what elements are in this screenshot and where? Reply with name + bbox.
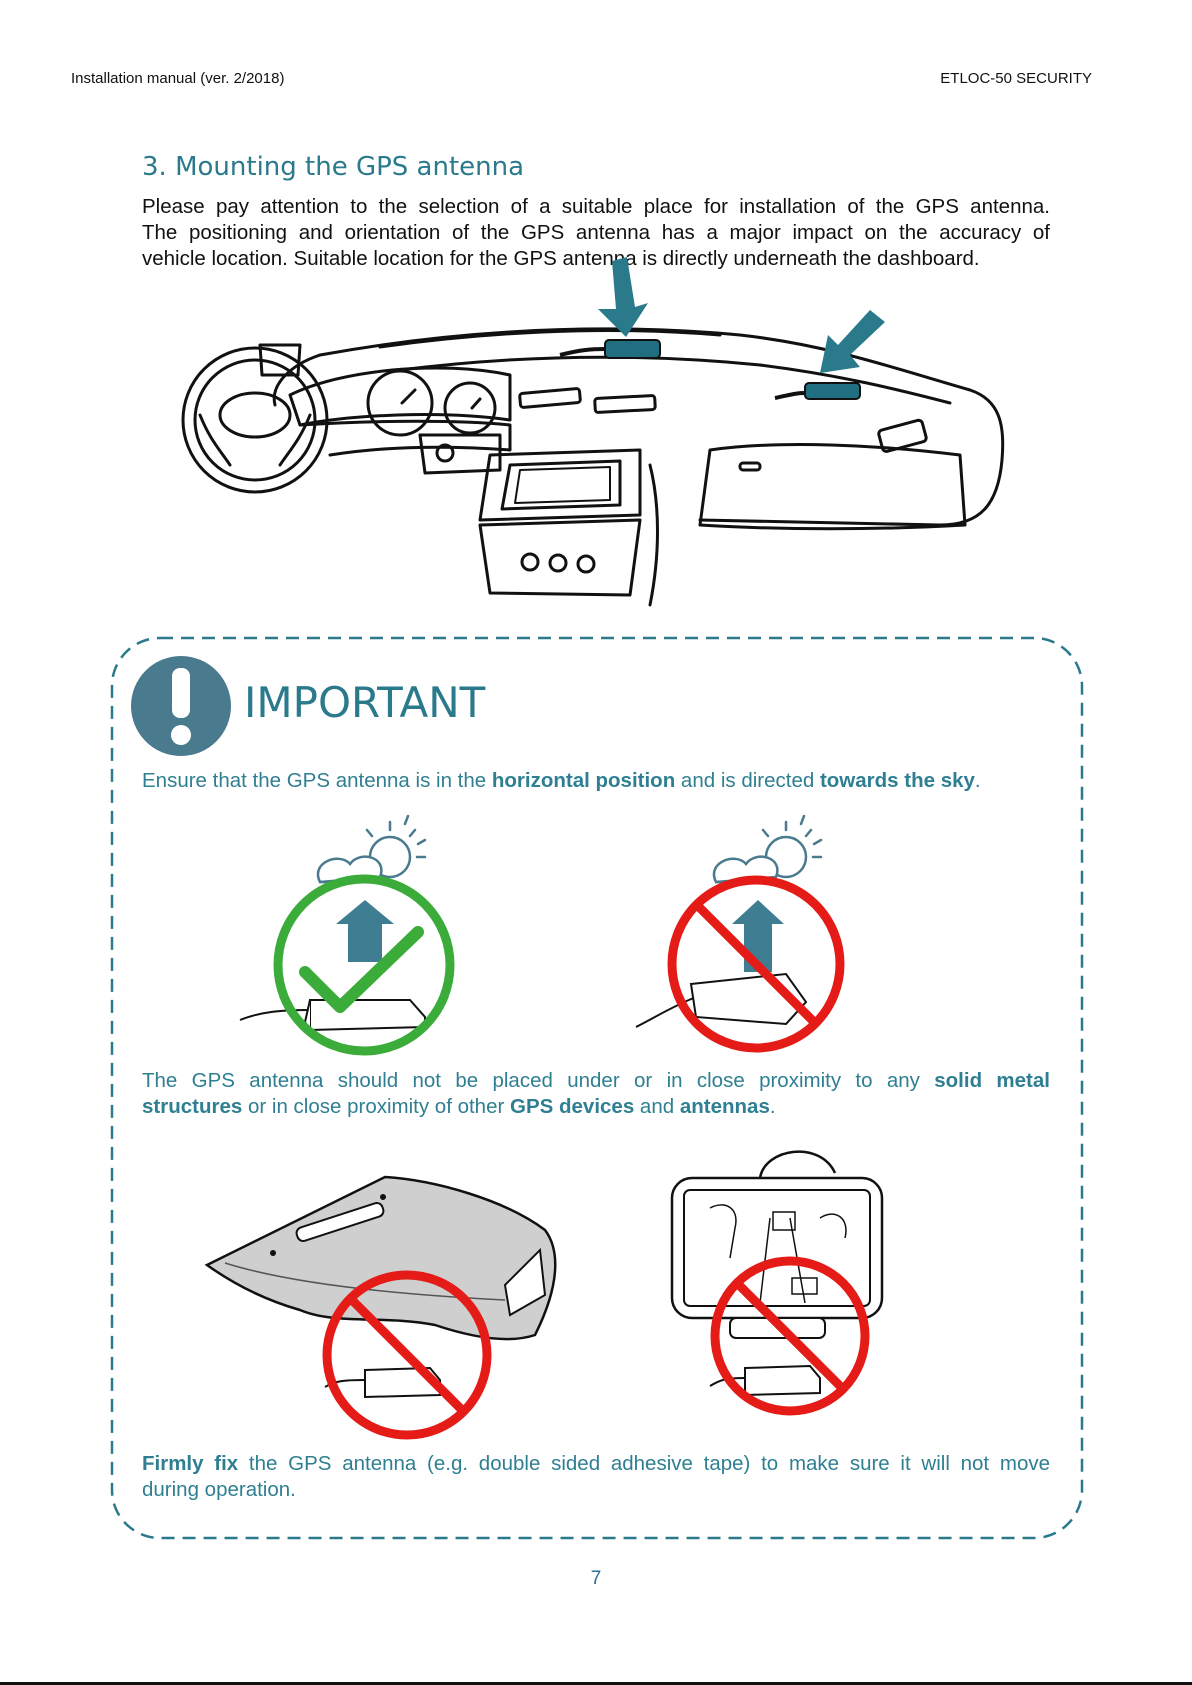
dashboard-illustration <box>181 257 1005 607</box>
section-title: 3. Mounting the GPS antenna <box>142 152 525 182</box>
header-right: ETLOC-50 SECURITY <box>940 70 1092 87</box>
text-span: . <box>769 1095 776 1118</box>
text-span: Ensure that the GPS antenna is in the <box>142 769 492 792</box>
emphasis-text: antennas <box>679 1095 770 1118</box>
text-span: the GPS antenna (e.g. double sided adhes… <box>238 1452 1050 1475</box>
intro-line: Please pay attention to the selection of… <box>142 195 1050 218</box>
emphasis-text: towards the sky <box>819 769 975 792</box>
orientation-note: Ensure that the GPS antenna is in the ho… <box>142 768 1050 794</box>
important-box-frame <box>110 636 1084 1540</box>
text-span: and <box>634 1095 680 1118</box>
header-left: Installation manual (ver. 2/2018) <box>71 70 285 87</box>
text-span: or in close proximity of other <box>242 1095 511 1118</box>
note-line: The GPS antenna should not be placed und… <box>142 1068 1050 1094</box>
page-number: 7 <box>590 1568 602 1589</box>
text-span: and is directed <box>675 769 820 792</box>
intro-line: vehicle location. Suitable location for … <box>142 247 980 270</box>
metal-hood-illustration <box>204 1175 557 1440</box>
metal-proximity-note: The GPS antenna should not be placed und… <box>142 1068 1050 1120</box>
note-line: during operation. <box>142 1478 296 1501</box>
emphasis-text: Firmly fix <box>142 1452 239 1475</box>
emphasis-text: structures <box>142 1095 243 1118</box>
correct-orientation-illustration <box>239 814 455 1056</box>
text-span: . <box>974 769 981 792</box>
page-bottom-border <box>0 1682 1192 1685</box>
emphasis-text: solid metal <box>934 1069 1050 1092</box>
intro-paragraph: Please pay attention to the selection of… <box>142 194 1050 272</box>
emphasis-text: GPS devices <box>510 1095 635 1118</box>
text-span: The GPS antenna should not be placed und… <box>142 1069 935 1092</box>
fixing-note: Firmly fix the GPS antenna (e.g. double … <box>142 1451 1050 1503</box>
note-line: structures or in close proximity of othe… <box>142 1094 1050 1120</box>
emphasis-text: horizontal position <box>491 769 676 792</box>
gps-device-illustration <box>670 1150 884 1416</box>
intro-line: The positioning and orientation of the G… <box>142 221 1050 244</box>
wrong-orientation-illustration <box>635 814 845 1053</box>
note-line: Firmly fix the GPS antenna (e.g. double … <box>142 1451 1050 1477</box>
exclamation-icon <box>131 656 231 756</box>
important-title: IMPORTANT <box>244 678 486 727</box>
